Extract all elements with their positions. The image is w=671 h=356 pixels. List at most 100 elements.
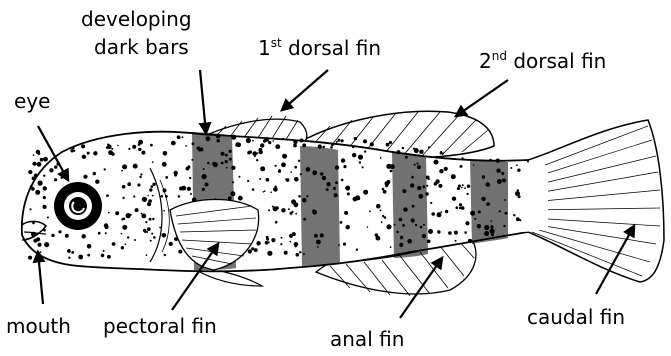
body-spot: [396, 231, 398, 233]
body-spot: [152, 218, 154, 220]
body-spot: [340, 221, 343, 224]
body-spot: [151, 233, 153, 235]
body-spot: [169, 242, 173, 246]
body-spot: [165, 176, 168, 179]
body-spot: [280, 243, 282, 245]
body-spot: [455, 240, 457, 242]
body-spot: [36, 150, 40, 154]
body-spot: [43, 157, 48, 162]
body-spot: [481, 197, 485, 201]
body-spot: [376, 204, 381, 209]
body-spot: [516, 217, 520, 221]
body-spot: [68, 257, 70, 259]
body-spot: [456, 206, 459, 209]
body-spot: [322, 176, 326, 180]
body-spot: [263, 191, 265, 193]
body-spot: [462, 184, 464, 186]
label-first-dorsal-text: dorsal fin: [282, 36, 381, 60]
body-spot: [203, 168, 205, 170]
body-spot: [459, 203, 462, 206]
body-spot: [390, 170, 393, 173]
body-spot: [491, 233, 494, 236]
body-spot: [293, 144, 297, 148]
body-spot: [302, 198, 306, 202]
body-spot: [122, 185, 126, 189]
body-spot: [171, 141, 176, 146]
body-spot: [358, 155, 363, 160]
body-spot: [81, 144, 85, 148]
body-spot: [330, 146, 333, 149]
body-spot: [147, 227, 151, 231]
body-spot: [163, 210, 165, 212]
body-spot: [503, 225, 505, 227]
body-spot: [191, 159, 193, 161]
body-spot: [458, 185, 461, 188]
body-spot: [370, 142, 374, 146]
body-spot: [104, 168, 106, 170]
body-spot: [318, 144, 322, 148]
body-spot: [367, 226, 369, 228]
body-spot: [65, 234, 69, 238]
body-spot: [355, 138, 357, 140]
body-spot: [275, 144, 280, 149]
body-spot: [464, 187, 466, 189]
body-spot: [108, 212, 110, 214]
body-spot: [181, 186, 186, 191]
body-spot: [428, 178, 430, 180]
body-spot: [386, 164, 391, 169]
body-spot: [286, 178, 290, 182]
arrow-first-dorsal-fin: [282, 70, 328, 110]
body-spot: [454, 231, 458, 235]
body-spot: [426, 185, 428, 187]
body-spot: [141, 213, 143, 215]
body-spot: [380, 157, 382, 159]
body-spot: [486, 202, 490, 206]
body-spot: [178, 195, 181, 198]
body-spot: [252, 151, 257, 156]
body-spot: [359, 161, 361, 163]
body-spot: [87, 152, 90, 155]
body-spot: [335, 181, 338, 184]
body-spot: [461, 187, 463, 189]
body-spot: [247, 180, 249, 182]
body-spot: [149, 188, 152, 191]
body-spot: [338, 244, 340, 246]
body-spot: [108, 150, 113, 155]
body-spot: [291, 211, 293, 213]
body-spot: [121, 246, 124, 249]
body-spot: [414, 148, 419, 153]
body-spot: [221, 152, 225, 156]
body-spot: [32, 162, 36, 166]
body-spot: [101, 254, 105, 258]
body-spot: [139, 176, 141, 178]
body-spot: [247, 151, 250, 154]
body-spot: [111, 148, 113, 150]
body-spot: [417, 186, 421, 190]
body-spot: [423, 224, 425, 226]
body-spot: [71, 251, 74, 254]
body-spot: [491, 220, 493, 222]
body-spot: [264, 137, 269, 142]
body-spot: [134, 239, 136, 241]
body-spot: [248, 249, 252, 253]
body-spot: [459, 207, 461, 209]
body-spot: [490, 229, 495, 234]
body-spot: [135, 208, 139, 212]
body-spot: [164, 254, 166, 256]
body-spot: [117, 145, 119, 147]
body-spot: [225, 160, 228, 163]
body-spot: [302, 143, 306, 147]
body-spot: [73, 150, 75, 152]
body-spot: [213, 162, 218, 167]
body-spot: [281, 237, 283, 239]
body-spot: [83, 175, 87, 179]
body-spot: [78, 255, 83, 260]
body-spot: [296, 253, 300, 257]
body-spot: [294, 202, 299, 207]
label-pectoral-fin: pectoral fin: [103, 316, 217, 336]
body-spot: [364, 150, 366, 152]
body-spot: [411, 176, 414, 179]
body-spot: [320, 172, 323, 175]
body-spot: [452, 197, 456, 201]
label-second-dorsal-ordinal: nd: [492, 49, 507, 63]
